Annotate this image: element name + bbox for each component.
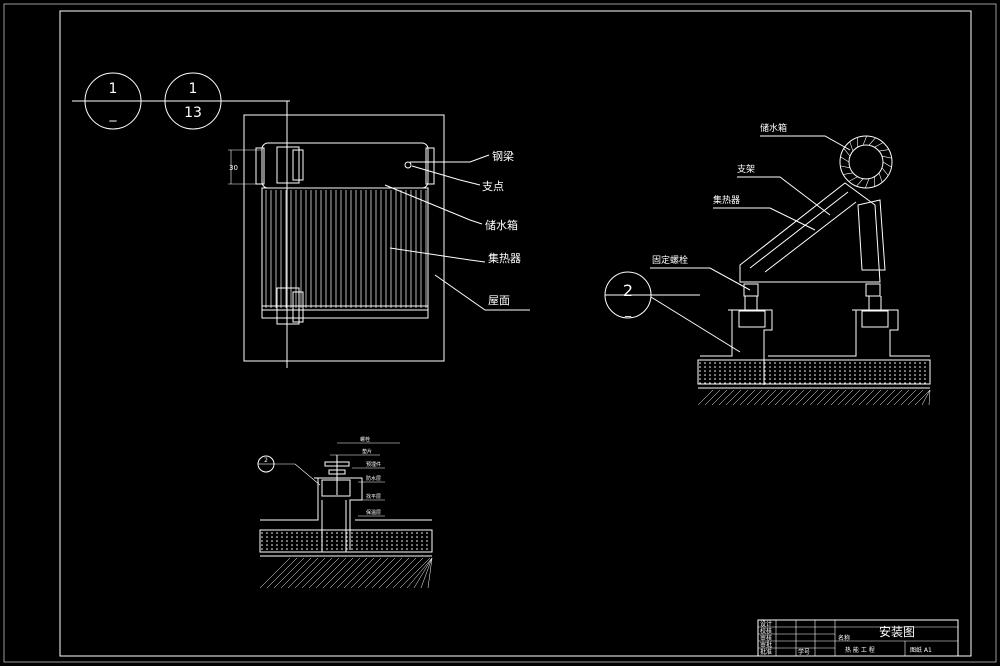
- section-marker-3: 2 _: [604, 271, 741, 353]
- label-steel-beam: 钢梁: [492, 149, 514, 163]
- svg-text:_: _: [264, 466, 269, 473]
- section-marker-1: 1 _: [72, 72, 290, 130]
- detail-2: 2 _ 螺栓 垫片 预埋件 防水层 找平层 保温层: [257, 436, 433, 589]
- svg-text:2: 2: [264, 457, 268, 464]
- side-leaders: 储水箱 支架 集热器 固定螺栓: [650, 122, 851, 291]
- side-label-bracket: 支架: [737, 163, 755, 175]
- svg-text:13: 13: [184, 105, 202, 121]
- plan-leaders: 钢梁 支点 储水箱 集热器 屋面: [384, 149, 530, 311]
- svg-text:审批: 审批: [760, 641, 772, 649]
- roof-outline: [243, 114, 445, 362]
- drawing-frame: [59, 10, 972, 657]
- sheet-border: [3, 3, 997, 663]
- svg-text:找平层: 找平层: [366, 493, 381, 500]
- section-marker-2: 1 13: [164, 72, 222, 130]
- svg-text:防水层: 防水层: [366, 475, 381, 482]
- svg-text:校核: 校核: [760, 627, 772, 635]
- svg-text:_: _: [109, 106, 118, 122]
- drawing-title: 安装图: [879, 624, 915, 639]
- svg-text:批准: 批准: [760, 648, 772, 656]
- svg-text:30: 30: [229, 164, 238, 172]
- sheet-size: 图纸 A1: [910, 646, 932, 654]
- svg-text:名称: 名称: [838, 634, 850, 642]
- title-block: 设计 校核 审核 审批 批准 学号 名称 安装图 热 能 工 程 图纸 A1: [757, 619, 959, 657]
- svg-text:1: 1: [109, 81, 118, 97]
- svg-text:预埋件: 预埋件: [366, 461, 381, 468]
- side-label-anchor-bolt: 固定螺栓: [652, 254, 688, 266]
- label-tank: 储水箱: [485, 218, 518, 232]
- svg-text:设计: 设计: [760, 620, 772, 628]
- project-name: 热 能 工 程: [845, 646, 875, 654]
- svg-text:审核: 审核: [760, 634, 772, 642]
- side-label-tank: 储水箱: [760, 122, 787, 134]
- plan-view: 30: [228, 114, 445, 362]
- collector-outline: [261, 187, 429, 311]
- svg-text:2: 2: [623, 281, 633, 300]
- svg-text:学号: 学号: [798, 648, 810, 656]
- svg-text:垫片: 垫片: [362, 448, 372, 455]
- label-support-point: 支点: [482, 180, 504, 193]
- svg-text:螺栓: 螺栓: [360, 436, 370, 443]
- svg-text:保温层: 保温层: [366, 509, 381, 516]
- side-label-collector: 集热器: [713, 194, 740, 206]
- side-tank: [839, 135, 893, 189]
- side-elevation: [697, 135, 931, 406]
- label-collector: 集热器: [488, 251, 521, 265]
- label-roof: 屋面: [488, 294, 510, 307]
- svg-text:1: 1: [189, 81, 198, 97]
- svg-text:_: _: [624, 303, 632, 317]
